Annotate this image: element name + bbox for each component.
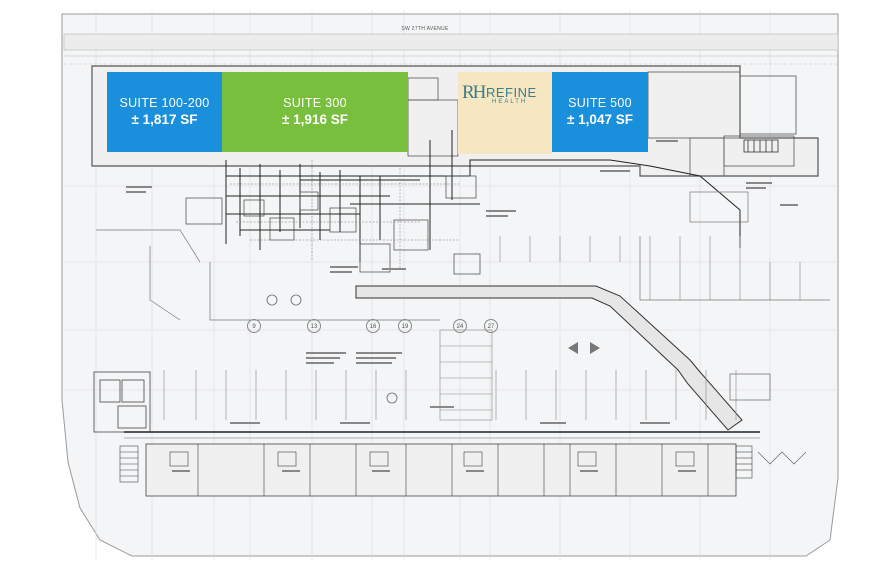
suite-name: SUITE 100-200: [119, 96, 210, 110]
logo-monogram: RH: [462, 82, 486, 103]
street-label: SW 27TH AVENUE: [401, 26, 449, 32]
logo-brand: REFINE: [486, 85, 537, 100]
suite-area: ± 1,916 SF: [282, 112, 348, 127]
suite-300-block[interactable]: SUITE 300 ± 1,916 SF: [222, 72, 408, 152]
column-marker: 13: [307, 319, 321, 333]
refine-health-tenant-block[interactable]: RH REFINE HEALTH: [458, 72, 552, 154]
column-marker: 9: [247, 319, 261, 333]
suite-area: ± 1,047 SF: [567, 112, 633, 127]
suite-500-block[interactable]: SUITE 500 ± 1,047 SF: [552, 72, 648, 152]
column-marker: 27: [484, 319, 498, 333]
logo-sub: HEALTH: [492, 99, 528, 105]
column-marker: 24: [453, 319, 467, 333]
suite-name: SUITE 500: [568, 96, 632, 110]
refine-health-logo: RH REFINE HEALTH: [462, 82, 548, 110]
suite-name: SUITE 300: [283, 96, 347, 110]
column-marker: 16: [366, 319, 380, 333]
suite-area: ± 1,817 SF: [131, 112, 198, 127]
suite-100-200-block[interactable]: SUITE 100-200 ± 1,817 SF: [107, 72, 222, 152]
column-marker: 19: [398, 319, 412, 333]
